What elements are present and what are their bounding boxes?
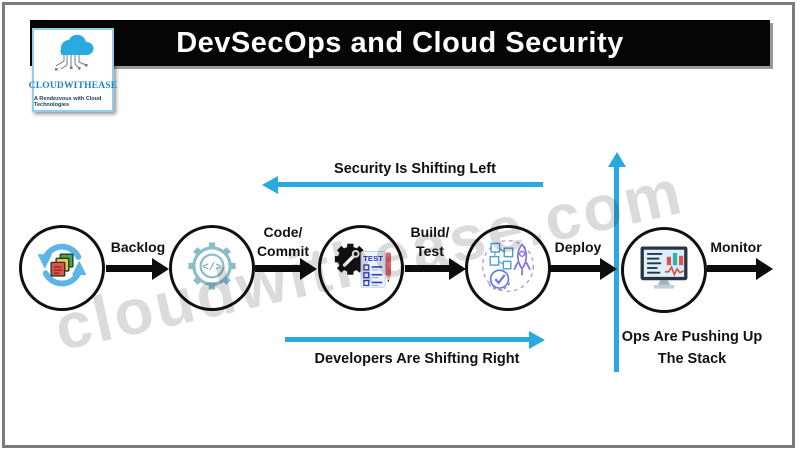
cycle-documents-icon (33, 237, 91, 300)
monitor-dashboard-icon (634, 238, 694, 303)
stage-circle-code: </> (169, 225, 255, 311)
ops-pushing-up-label: Ops Are Pushing Up The Stack (602, 327, 782, 371)
developers-shift-right-label: Developers Are Shifting Right (314, 351, 520, 367)
ops-label-line2: The Stack (657, 350, 727, 367)
arrow-right-icon (285, 337, 530, 342)
flow-arrow-code-commit (255, 265, 300, 272)
code-glyph: </> (202, 262, 222, 274)
rocket-modules-icon (478, 236, 538, 301)
security-shift-left-label: Security Is Shifting Left (334, 161, 496, 177)
flow-arrow-build-test (405, 265, 449, 272)
stage-circle-monitor (621, 227, 707, 313)
gear-code-icon: </> (183, 237, 241, 300)
stage-label-build-test: Build/ Test (410, 224, 450, 259)
header-bar: DevSecOps and Cloud Security (30, 20, 770, 66)
test-label: TEST (363, 254, 383, 263)
gear-test-checklist-icon: TEST (330, 235, 392, 302)
stage-circle-build-test: TEST (318, 225, 404, 311)
logo-name: CLOUDWITHEASE (28, 81, 118, 91)
flow-arrow-monitor (707, 265, 756, 272)
cloudwithease-logo: CLOUDWITHEASE A Rendezvous with Cloud Te… (29, 28, 117, 112)
flow-arrow-deploy (549, 265, 600, 272)
page-title: DevSecOps and Cloud Security (176, 26, 624, 59)
stage-circle-deploy (465, 225, 551, 311)
arrow-left-icon (277, 182, 543, 187)
stage-label-code-commit: Code/ Commit (256, 224, 310, 259)
outer-frame (2, 2, 795, 448)
stage-circle-backlog (19, 225, 105, 311)
stage-label-monitor: Monitor (710, 239, 762, 255)
logo-tagline: A Rendezvous with Cloud Technologies (34, 96, 102, 108)
cloud-circuit-icon (43, 33, 103, 76)
ops-label-line1: Ops Are Pushing Up (621, 329, 763, 345)
stage-label-deploy: Deploy (554, 239, 602, 255)
flow-arrow-backlog (106, 265, 152, 272)
stage-label-backlog: Backlog (110, 239, 166, 255)
